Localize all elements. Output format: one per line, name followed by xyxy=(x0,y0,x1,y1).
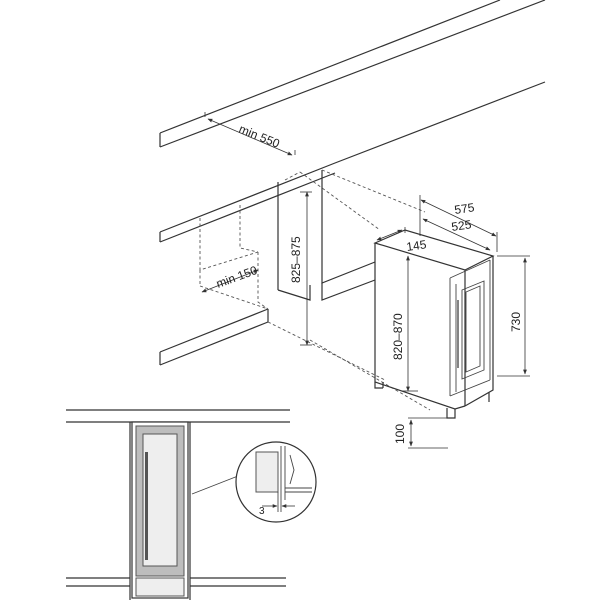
label-575: 575 xyxy=(453,200,475,217)
worktop xyxy=(159,0,546,243)
label-gap-3: 3 xyxy=(259,506,265,517)
label-min-150: min 150 xyxy=(214,263,259,291)
label-niche-height: 825–875 xyxy=(289,236,303,283)
detail-view: 3 xyxy=(235,441,317,523)
wine-cooler xyxy=(373,229,495,419)
cabinet-niche xyxy=(159,169,431,411)
front-view xyxy=(66,409,290,600)
label-100: 100 xyxy=(393,424,407,444)
dimension-lines xyxy=(201,112,530,449)
label-min-550: min 550 xyxy=(237,122,282,151)
label-730: 730 xyxy=(509,312,523,332)
label-525: 525 xyxy=(450,217,472,234)
label-height-range: 820–870 xyxy=(391,313,405,360)
label-145: 145 xyxy=(405,237,427,254)
